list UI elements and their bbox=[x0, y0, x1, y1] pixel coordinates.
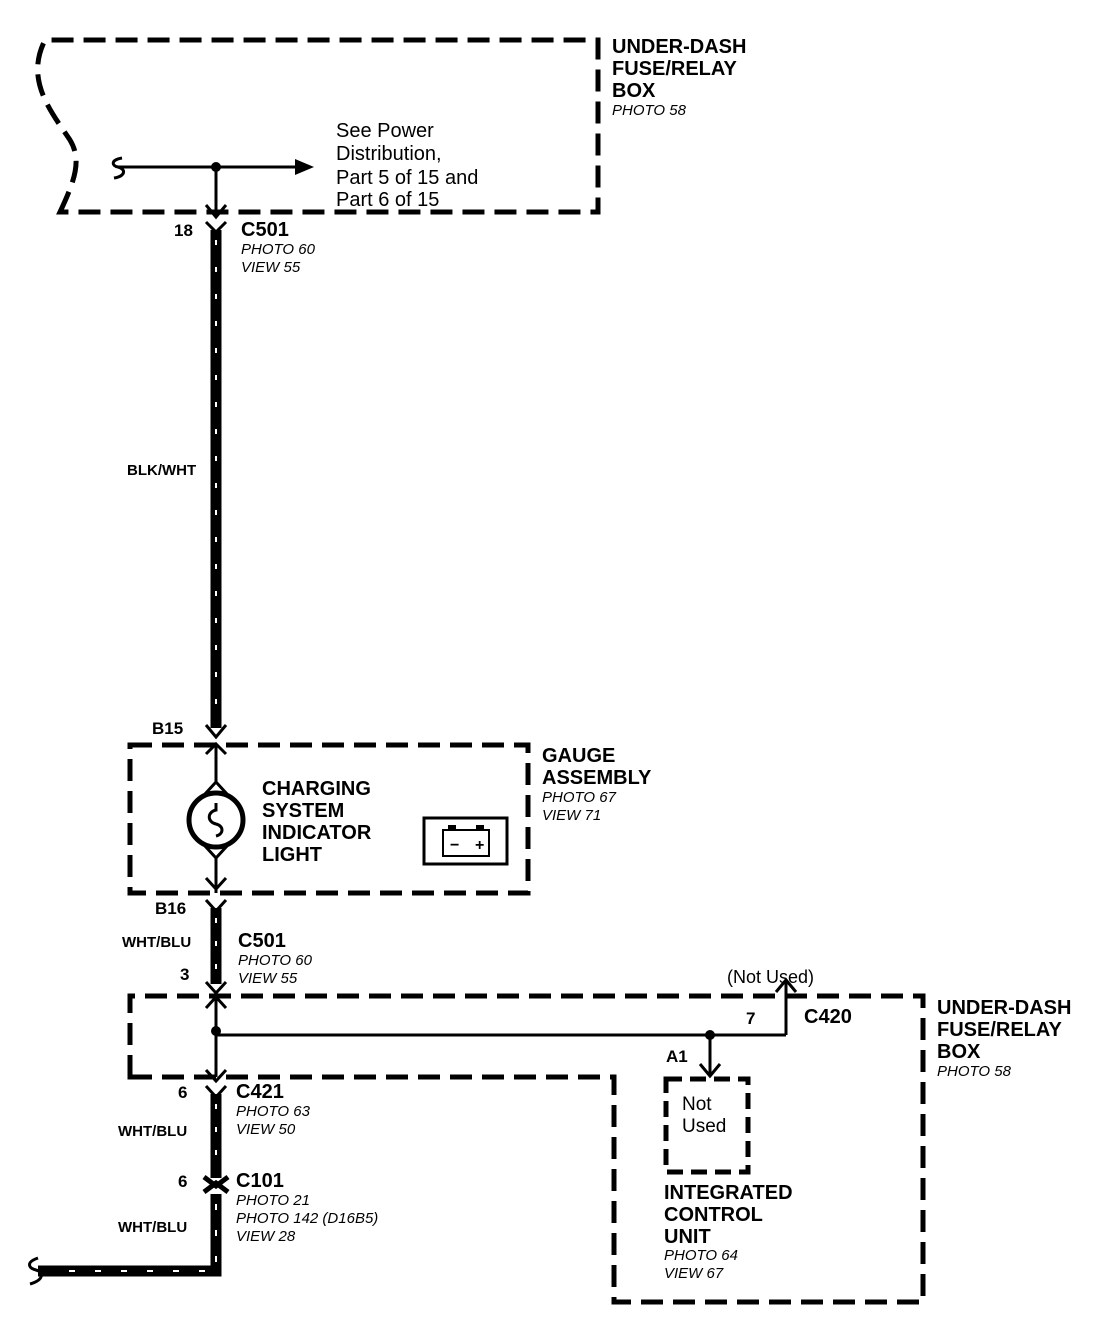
c420-connector-icon bbox=[774, 977, 798, 993]
c501-bottom-name: C501 bbox=[238, 930, 286, 952]
gauge-assembly-photo: PHOTO 67 bbox=[542, 789, 617, 806]
c101-wire-label: WHT/BLU bbox=[118, 1219, 187, 1236]
c501-bottom-photo: PHOTO 60 bbox=[238, 952, 313, 969]
power-dist-note-3: Part 5 of 15 and bbox=[336, 167, 478, 189]
icu-title-3: UNIT bbox=[664, 1226, 711, 1248]
c501-top-name: C501 bbox=[241, 219, 289, 241]
charging-light-label-2: SYSTEM bbox=[262, 800, 344, 822]
bulb-filament-icon bbox=[207, 803, 224, 838]
c501-bottom-wire-label: WHT/BLU bbox=[122, 934, 191, 951]
battery-symbol-frame bbox=[422, 816, 509, 866]
fuse-box-bottom-photo: PHOTO 58 bbox=[937, 1063, 1012, 1080]
c501-top-pin: 18 bbox=[174, 221, 193, 240]
fuse-box-top-title-1: UNDER-DASH bbox=[612, 36, 746, 58]
b15-pin-label: B15 bbox=[152, 719, 183, 738]
battery-plus-sign: + bbox=[475, 837, 484, 854]
bulb-lead-bottom-split bbox=[203, 844, 229, 860]
wht-blu-wire-3-stripe bbox=[50, 1204, 217, 1272]
icu-not-used-2: Used bbox=[682, 1116, 726, 1137]
charging-light-label-4: LIGHT bbox=[262, 844, 322, 866]
icu-photo: PHOTO 64 bbox=[664, 1247, 738, 1264]
c501-bottom-pin: 3 bbox=[180, 965, 189, 984]
c101-view: VIEW 28 bbox=[236, 1228, 296, 1245]
fuse-box-top-photo: PHOTO 58 bbox=[612, 102, 687, 119]
a1-pin-label: A1 bbox=[666, 1047, 688, 1066]
icu-not-used-1: Not bbox=[682, 1094, 712, 1115]
wire-end-squiggle-icon bbox=[28, 1256, 43, 1286]
icu-title-2: CONTROL bbox=[664, 1204, 763, 1226]
c101-name: C101 bbox=[236, 1170, 284, 1192]
icu-view: VIEW 67 bbox=[664, 1265, 724, 1282]
gauge-assembly-title-2: ASSEMBLY bbox=[542, 767, 652, 789]
gauge-assembly-title-1: GAUGE bbox=[542, 745, 615, 767]
gauge-assembly-outline bbox=[127, 742, 531, 896]
power-dist-note-2: Distribution, bbox=[336, 143, 442, 165]
indicator-light-bulb-icon bbox=[186, 790, 246, 850]
a1-connector-icon bbox=[698, 1063, 722, 1079]
power-dist-note-4: Part 6 of 15 bbox=[336, 189, 439, 211]
fuse-box-top-outline bbox=[35, 37, 601, 215]
c101-photo-1: PHOTO 21 bbox=[236, 1192, 310, 1209]
c501-top-photo: PHOTO 60 bbox=[241, 241, 316, 258]
charging-light-label-3: INDICATOR bbox=[262, 822, 372, 844]
c420-pin: 7 bbox=[746, 1009, 755, 1028]
blk-wht-wire-label: BLK/WHT bbox=[127, 462, 196, 479]
c421-photo: PHOTO 63 bbox=[236, 1103, 311, 1120]
b16-pin-label: B16 bbox=[155, 899, 186, 918]
gauge-assembly-view: VIEW 71 bbox=[542, 807, 601, 824]
c101-pin: 6 bbox=[178, 1172, 187, 1191]
fuse-box-top-title-2: FUSE/RELAY bbox=[612, 58, 738, 80]
c420-name: C420 bbox=[804, 1006, 852, 1028]
c101-connector-icon bbox=[202, 1175, 230, 1194]
fuse-box-top-title-3: BOX bbox=[612, 80, 656, 102]
fuse-box-bottom-outline bbox=[127, 993, 926, 1305]
icu-title-1: INTEGRATED bbox=[664, 1182, 793, 1204]
fuse-box-bottom-title-2: FUSE/RELAY bbox=[937, 1019, 1063, 1041]
c421-pin: 6 bbox=[178, 1083, 187, 1102]
c501-bottom-view: VIEW 55 bbox=[238, 970, 298, 987]
battery-terminal-left bbox=[448, 825, 456, 830]
c421-name: C421 bbox=[236, 1081, 284, 1103]
fuse-box-bottom-title-3: BOX bbox=[937, 1041, 981, 1063]
power-dist-note-1: See Power bbox=[336, 120, 434, 142]
c101-photo-2: PHOTO 142 (D16B5) bbox=[236, 1210, 378, 1227]
c501-top-view: VIEW 55 bbox=[241, 259, 301, 276]
not-used-label: (Not Used) bbox=[727, 967, 814, 987]
c421-wire-label: WHT/BLU bbox=[118, 1123, 187, 1140]
battery-minus-sign: − bbox=[450, 837, 459, 854]
fuse-box-bottom-title-1: UNDER-DASH bbox=[937, 997, 1071, 1019]
power-bus-arrow-icon bbox=[295, 159, 314, 175]
icu-outline bbox=[663, 1076, 751, 1175]
battery-icon bbox=[442, 829, 490, 857]
c421-view: VIEW 50 bbox=[236, 1121, 296, 1138]
charging-light-label-1: CHARGING bbox=[262, 778, 371, 800]
battery-terminal-right bbox=[476, 825, 484, 830]
